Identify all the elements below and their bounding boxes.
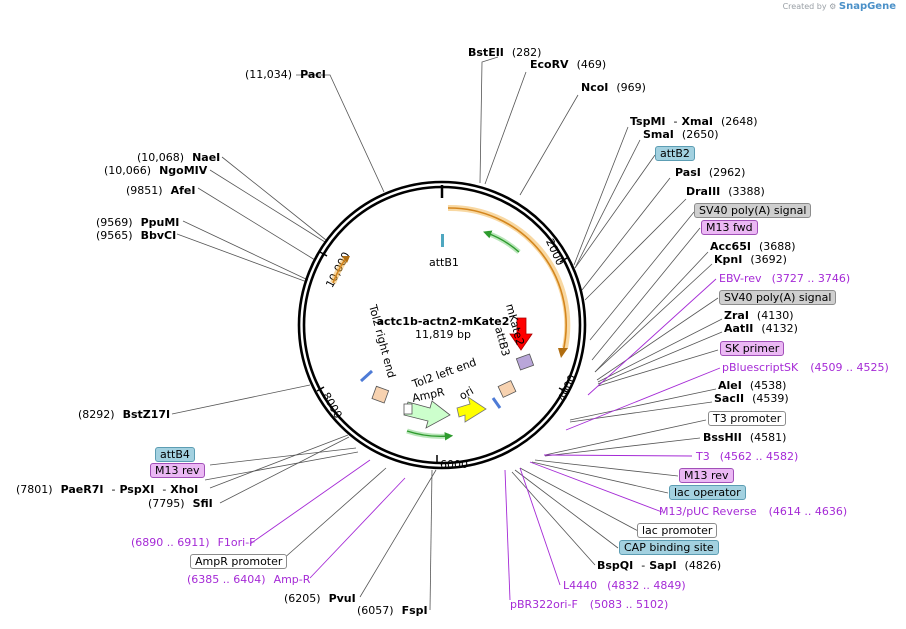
ori-label: ori bbox=[457, 384, 476, 402]
green-arrow-top-glow bbox=[486, 230, 521, 254]
lac-feature bbox=[491, 397, 502, 409]
snapgene-brand: SnapGene bbox=[838, 1, 896, 12]
tol2-right-label: Tol2 right end bbox=[366, 302, 398, 379]
feature-box-lac-promoter[interactable]: lac promoter bbox=[637, 523, 718, 538]
site-bbvci[interactable]: (9565)BbvCI bbox=[96, 229, 176, 242]
feature-box-attb2[interactable]: attB2 bbox=[655, 146, 695, 161]
plasmid-name: actc1b-actn2-mKate2 bbox=[377, 315, 510, 328]
feature-box-cap-binding-site[interactable]: CAP binding site bbox=[619, 540, 719, 555]
orf-arrow-main-head bbox=[558, 348, 568, 358]
site-alei[interactable]: AleI(4538) bbox=[718, 379, 786, 392]
site-pasi[interactable]: PasI(2962) bbox=[675, 166, 745, 179]
position-ticks bbox=[316, 251, 568, 463]
primer-m13-puc-reverse[interactable]: M13/pUC Reverse(4614 .. 4636) bbox=[659, 505, 847, 518]
primer-pbluescriptsk[interactable]: pBluescriptSK(4509 .. 4525) bbox=[722, 361, 889, 374]
tol2-right-feature bbox=[371, 385, 390, 404]
site-pvui[interactable]: (6205)PvuI bbox=[284, 592, 356, 605]
site-bspqi-sapi[interactable]: BspQI-SapI(4826) bbox=[597, 559, 721, 572]
attb4-feature bbox=[359, 369, 374, 383]
site-afei[interactable]: (9851)AfeI bbox=[126, 184, 195, 197]
backbone-outer bbox=[297, 180, 587, 470]
feature-box-sv40-polya-1[interactable]: SV40 poly(A) signal bbox=[694, 203, 812, 218]
feature-box-sv40-polya-2[interactable]: SV40 poly(A) signal bbox=[719, 290, 837, 305]
site-zrai[interactable]: ZraI(4130) bbox=[724, 309, 794, 322]
site-acc65i[interactable]: Acc65I(3688) bbox=[710, 240, 796, 253]
green-arrow-top bbox=[483, 230, 520, 253]
attb1-label: attB1 bbox=[429, 256, 459, 269]
snapgene-logo-icon: ⚙ bbox=[829, 2, 837, 11]
feature-box-t3-promoter[interactable]: T3 promoter bbox=[708, 411, 787, 426]
mkate2-arrow bbox=[509, 317, 533, 351]
ori-arrow bbox=[456, 396, 487, 423]
ampr-promoter-feature bbox=[403, 403, 413, 415]
primer-f1ori-f[interactable]: (6890 .. 6911)F1ori-F bbox=[131, 536, 256, 549]
site-paer7i-pspxi-xhoi[interactable]: (7801)PaeR7I-PspXI-XhoI bbox=[16, 483, 198, 496]
site-tspmi-xmai[interactable]: TspMI-XmaI(2648) bbox=[630, 115, 758, 128]
primer-connector-lines bbox=[249, 278, 721, 601]
attb3-feature bbox=[515, 353, 535, 371]
site-paci[interactable]: (11,034)PacI bbox=[245, 68, 326, 81]
site-kpni[interactable]: KpnI(3692) bbox=[714, 253, 787, 266]
attb3-label: attB3 bbox=[492, 325, 512, 357]
site-ngomiv[interactable]: (10,066)NgoMIV bbox=[104, 164, 208, 177]
primer-pbr322ori-f[interactable]: pBR322ori-F(5083 .. 5102) bbox=[510, 598, 668, 611]
site-bsteii[interactable]: BstEII(282) bbox=[468, 46, 541, 59]
primer-l4440[interactable]: L4440(4832 .. 4849) bbox=[563, 579, 686, 592]
feature-box-m13-fwd[interactable]: M13 fwd bbox=[701, 220, 758, 235]
site-naei[interactable]: (10,068)NaeI bbox=[137, 151, 220, 164]
right-connector-lines bbox=[479, 56, 723, 566]
site-ncoi[interactable]: NcoI(969) bbox=[581, 81, 646, 94]
site-smai[interactable]: SmaI(2650) bbox=[643, 128, 718, 141]
feature-box-attb4[interactable]: attB4 bbox=[155, 447, 195, 462]
site-bsshii[interactable]: BssHII(4581) bbox=[703, 431, 786, 444]
plasmid-size: 11,819 bp bbox=[415, 328, 471, 341]
green-arrow-bottom bbox=[406, 430, 454, 441]
orf-arrow-small-head bbox=[342, 256, 350, 263]
attb1-feature bbox=[441, 234, 444, 247]
ampr-arrow bbox=[403, 400, 451, 429]
site-ecorv[interactable]: EcoRV(469) bbox=[530, 58, 606, 71]
feature-box-sk-primer[interactable]: SK primer bbox=[720, 341, 785, 356]
tol2-left-feature bbox=[497, 380, 517, 398]
primer-ebv-rev[interactable]: EBV-rev(3727 .. 3746) bbox=[719, 272, 850, 285]
feature-box-lac-operator[interactable]: lac operator bbox=[669, 485, 746, 500]
feature-box-ampr-promoter[interactable]: AmpR promoter bbox=[190, 554, 288, 569]
feature-box-m13-rev-right[interactable]: M13 rev bbox=[679, 468, 734, 483]
site-sfii[interactable]: (7795)SfiI bbox=[148, 497, 213, 510]
tick-label-6000: 6000 bbox=[440, 458, 468, 471]
site-aatii[interactable]: AatII(4132) bbox=[724, 322, 798, 335]
left-connector-lines bbox=[171, 74, 437, 611]
primer-amp-r[interactable]: (6385 .. 6404)Amp-R bbox=[187, 573, 311, 586]
primer-t3[interactable]: T3(4562 .. 4582) bbox=[695, 450, 798, 463]
site-bstz17i[interactable]: (8292)BstZ17I bbox=[78, 408, 170, 421]
site-sacii[interactable]: SacII(4539) bbox=[714, 392, 789, 405]
orf-arrow-main bbox=[447, 207, 567, 353]
created-by-text: Created by bbox=[782, 2, 827, 11]
site-fspi[interactable]: (6057)FspI bbox=[357, 604, 428, 617]
site-ppumi[interactable]: (9569)PpuMI bbox=[96, 216, 179, 229]
created-by-snapgene: Created by ⚙ SnapGene bbox=[783, 1, 896, 12]
site-draiii[interactable]: DraIII(3388) bbox=[686, 185, 765, 198]
feature-box-m13-rev-left[interactable]: M13 rev bbox=[150, 463, 205, 478]
